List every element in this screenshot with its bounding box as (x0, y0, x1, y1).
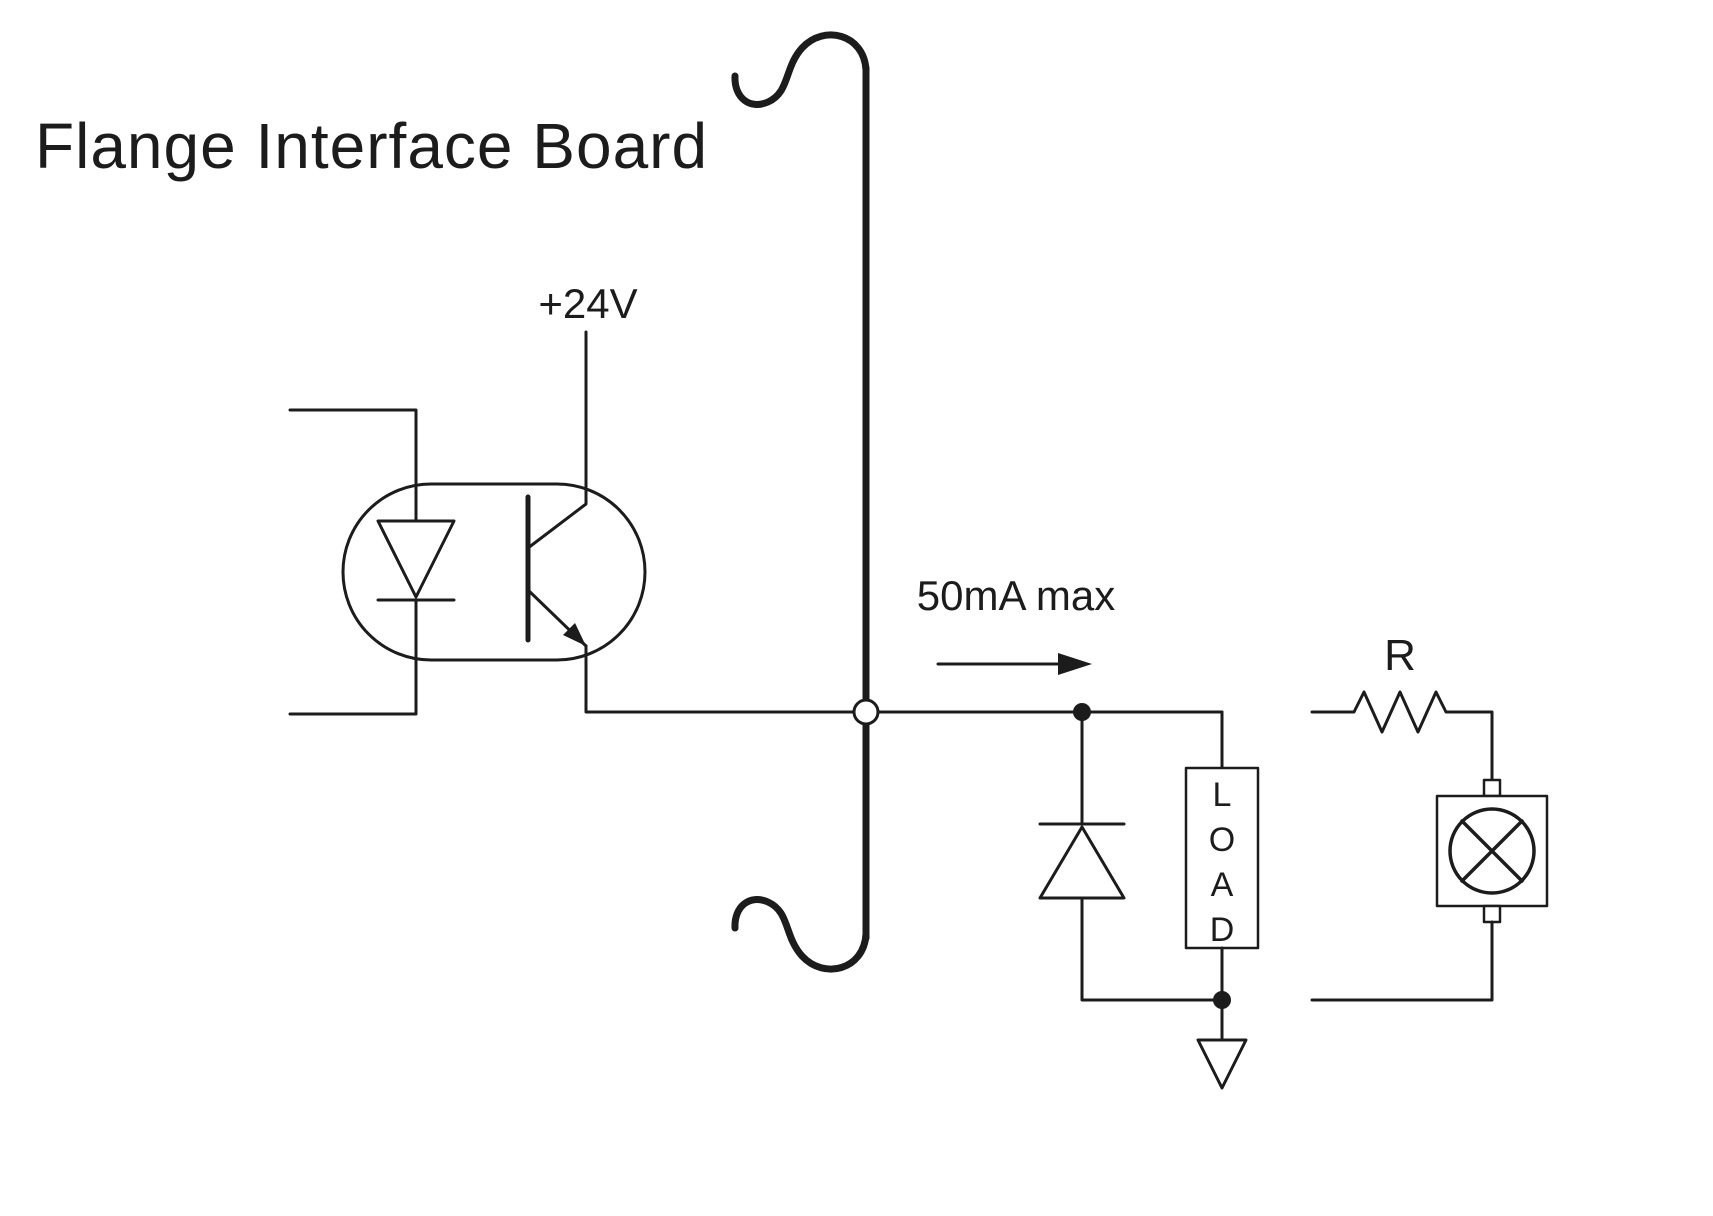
break-squiggle-top-icon (731, 31, 870, 108)
circuit-linework (288, 31, 1549, 1090)
break-squiggle-bottom-icon (731, 896, 870, 973)
ground-icon (1196, 998, 1248, 1090)
connector-pin-icon (852, 698, 880, 726)
junction-dot-top (1073, 703, 1091, 721)
flyback-diode-icon (1038, 710, 1224, 1002)
led-diode-icon (288, 408, 456, 716)
load-letter: D (1210, 911, 1235, 949)
lamp-terminal-top (1482, 778, 1502, 798)
optocoupler (288, 330, 647, 716)
supply-voltage-label: +24V (538, 280, 637, 327)
lamp-terminal-bottom (1482, 904, 1502, 924)
diagram-labels: Flange Interface Board +24V 50mA max R L… (35, 110, 1416, 949)
load-letter: O (1209, 821, 1235, 859)
transistor-collector-wire (526, 330, 588, 550)
current-limit-label: 50mA max (917, 572, 1115, 619)
input-wire-bottom (288, 598, 418, 716)
resistor-icon (1310, 690, 1494, 782)
diagram-title: Flange Interface Board (35, 110, 708, 182)
output-wire (584, 644, 1224, 714)
board-boundary-line (731, 31, 870, 973)
load-letter: L (1213, 776, 1232, 814)
load-box (1184, 766, 1260, 950)
led-triangle (376, 519, 456, 599)
input-wire-top (288, 408, 418, 523)
flyback-diode-triangle (1038, 825, 1126, 900)
current-arrowhead-icon (1058, 653, 1092, 675)
emitter-arrowhead-icon (563, 623, 586, 646)
example-load-circuit (1310, 690, 1549, 1002)
load-block (1184, 710, 1260, 1002)
load-label: L O A D (1209, 776, 1235, 949)
junction-dot-bottom (1213, 991, 1231, 1009)
ground-triangle (1196, 1038, 1248, 1090)
lamp-cross (1460, 819, 1524, 883)
flyback-diode-bottom-wire (1080, 896, 1224, 1002)
solid-marks (563, 623, 1231, 1009)
optocoupler-body (341, 482, 647, 662)
phototransistor-icon (525, 330, 588, 648)
load-letter: A (1211, 866, 1234, 904)
example-load-bottom-wire (1310, 920, 1494, 1002)
resistor-label: R (1384, 631, 1416, 680)
